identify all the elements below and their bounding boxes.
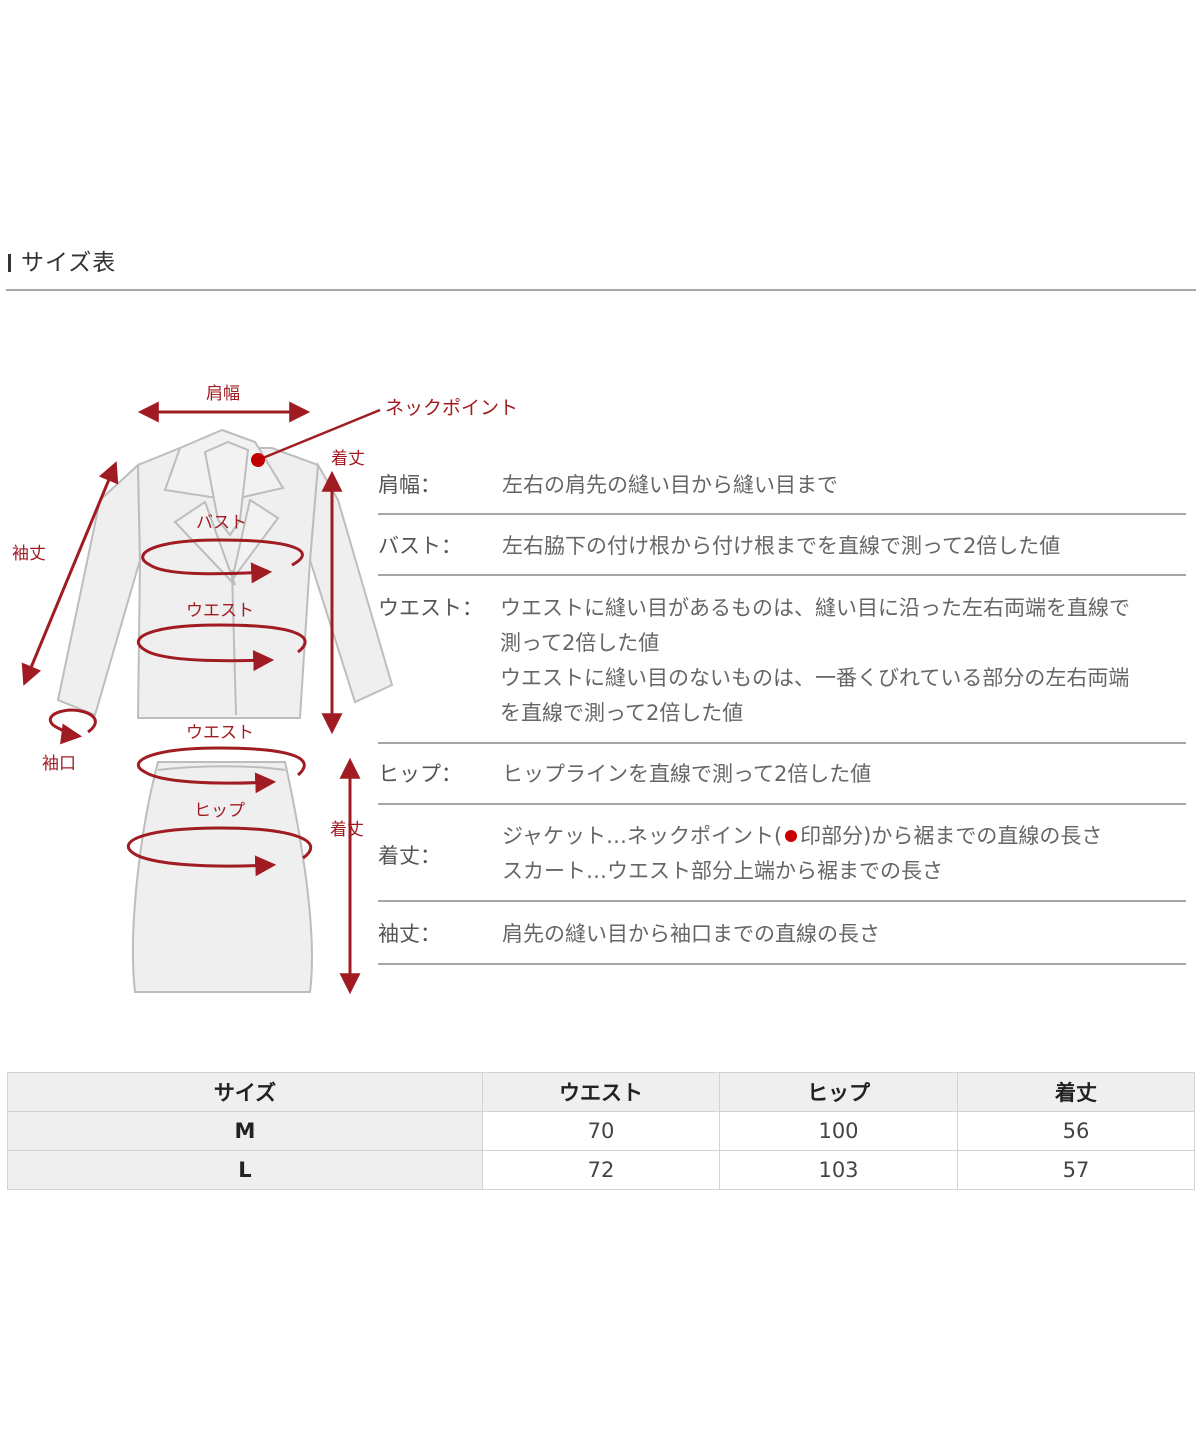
definition-term: 着丈： xyxy=(378,844,441,868)
label-cuff: 袖口 xyxy=(42,754,76,774)
definition-divider xyxy=(378,574,1186,576)
waist-cell: 70 xyxy=(482,1111,720,1151)
garment-illustration xyxy=(21,401,394,995)
definition-divider xyxy=(378,742,1186,744)
definition-divider xyxy=(378,513,1186,515)
definition-term: ヒップ： xyxy=(378,762,462,786)
column-header-size: サイズ xyxy=(7,1072,483,1112)
definition-term: 袖丈： xyxy=(378,922,441,946)
title-divider xyxy=(6,289,1196,291)
hip-cell: 103 xyxy=(719,1150,958,1190)
page-title: サイズ表 xyxy=(8,243,116,277)
definition-term: 肩幅： xyxy=(378,473,441,497)
red-dot-icon xyxy=(785,830,798,842)
length-cell: 57 xyxy=(957,1150,1195,1190)
neck-point-dot xyxy=(251,453,265,467)
label-length-jacket: 着丈 xyxy=(331,449,365,469)
label-sleeve-length: 袖丈 xyxy=(12,544,46,564)
column-header-hip: ヒップ xyxy=(719,1072,958,1112)
label-shoulder-width: 肩幅 xyxy=(206,384,240,404)
size-cell: L xyxy=(7,1150,483,1190)
definition-text: 左右脇下の付け根から付け根までを直線で測って2倍した値 xyxy=(502,534,1061,558)
page-title-text: サイズ表 xyxy=(21,250,117,276)
table-row: M 70 100 56 xyxy=(7,1111,1195,1151)
column-header-waist: ウエスト xyxy=(482,1072,720,1112)
definition-text: ウエストに縫い目があるものは、縫い目に沿った左右両端を直線で 測って2倍した値 … xyxy=(500,591,1130,731)
label-waist-skirt: ウエスト xyxy=(186,723,254,743)
definition-line: ジャケット…ネックポイント(印部分)から裾までの直線の長さ xyxy=(502,824,1103,848)
label-neck-point: ネックポイント xyxy=(385,397,519,419)
definition-text: ヒップラインを直線で測って2倍した値 xyxy=(502,762,872,786)
label-hip: ヒップ xyxy=(194,801,245,821)
definition-term: ウエスト： xyxy=(378,596,483,620)
measurement-annotations xyxy=(21,401,381,995)
waist-cell: 72 xyxy=(482,1150,720,1190)
definition-line: ウエストに縫い目のないものは、一番くびれている部分の左右両端 xyxy=(500,666,1130,690)
definition-text: 肩先の縫い目から袖口までの直線の長さ xyxy=(502,922,880,946)
definition-text: 左右の肩先の縫い目から縫い目まで xyxy=(502,473,838,497)
column-header-length: 着丈 xyxy=(957,1072,1195,1112)
table-row: L 72 103 57 xyxy=(7,1150,1195,1190)
definition-divider xyxy=(378,963,1186,965)
table-header-row: サイズ ウエスト ヒップ 着丈 xyxy=(7,1072,1195,1112)
size-table: サイズ ウエスト ヒップ 着丈 M 70 100 56 L 72 103 57 xyxy=(7,1072,1195,1190)
definition-divider xyxy=(378,803,1186,805)
size-cell: M xyxy=(7,1111,483,1151)
measurement-diagram: 肩幅 ネックポイント 着丈 袖丈 バスト ウエスト 袖口 ウエスト ヒップ 着丈 xyxy=(0,370,560,1010)
definition-line: を直線で測って2倍した値 xyxy=(500,701,744,725)
definition-line: ウエストに縫い目があるものは、縫い目に沿った左右両端を直線で xyxy=(500,596,1130,620)
skirt-drawing xyxy=(131,761,313,993)
title-bar-marker xyxy=(8,254,11,272)
definition-line: 測って2倍した値 xyxy=(500,631,660,655)
definition-divider xyxy=(378,900,1186,902)
definition-line: スカート…ウエスト部分上端から裾までの長さ xyxy=(502,859,943,883)
definition-term: バスト： xyxy=(378,534,462,558)
length-cell: 56 xyxy=(957,1111,1195,1151)
hip-cell: 100 xyxy=(719,1111,958,1151)
label-bust: バスト xyxy=(196,513,247,533)
label-length-skirt: 着丈 xyxy=(330,820,364,840)
label-waist-jacket: ウエスト xyxy=(186,601,254,621)
definition-text: ジャケット…ネックポイント(印部分)から裾までの直線の長さ スカート…ウエスト部… xyxy=(502,819,1102,889)
